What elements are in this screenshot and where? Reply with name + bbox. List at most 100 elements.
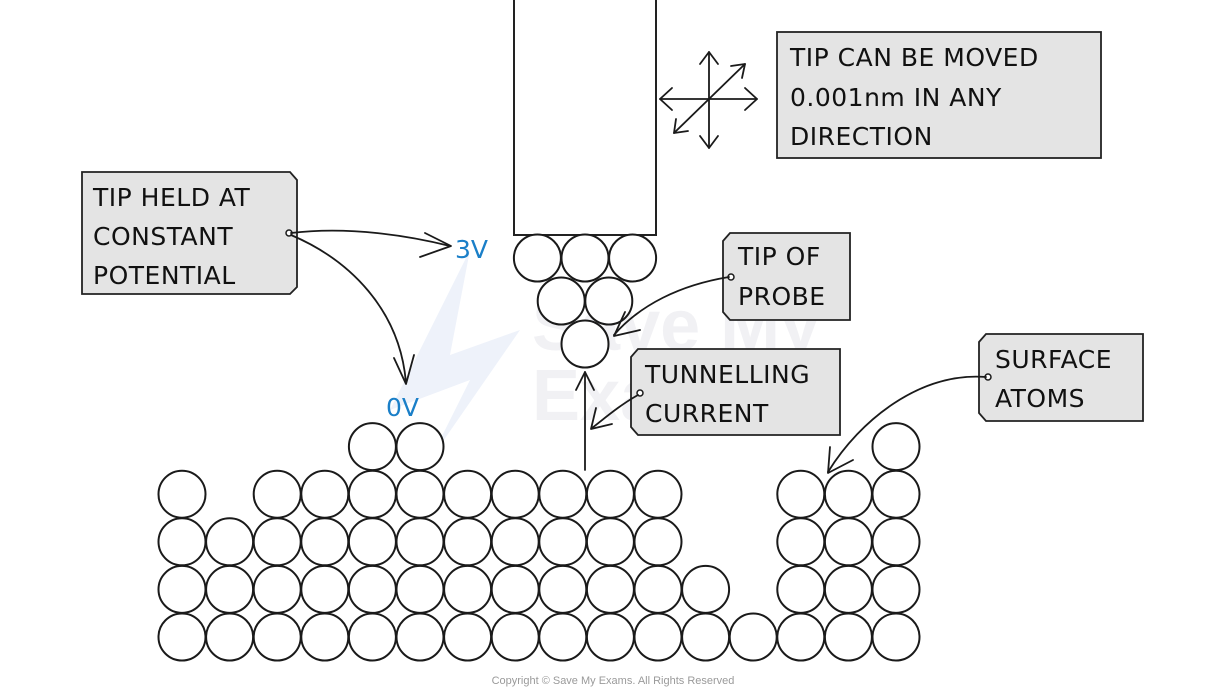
surface-atom (871, 564, 921, 614)
surface-atom (681, 564, 731, 614)
tip-of-probe-line-1: TIP OF (737, 242, 821, 271)
constant-potential-line-3: POTENTIAL (93, 261, 236, 290)
surface-atom (157, 612, 207, 662)
constant-potential-line-2: CONSTANT (93, 222, 233, 251)
watermark-bolt-icon (390, 250, 520, 460)
surface-atom (538, 564, 588, 614)
tunnelling-current-tag (630, 348, 841, 436)
arrow-to-current-line-head (590, 407, 613, 430)
surface-atom (681, 612, 731, 662)
surface-atom (443, 469, 493, 519)
tip-movement-line-1: TIP CAN BE MOVED (789, 43, 1039, 72)
surface-atom (823, 517, 873, 567)
surface-atom (395, 517, 445, 567)
tip-movement-line-3: DIRECTION (790, 122, 933, 151)
tunnelling-current-arrow-head (575, 371, 595, 391)
surface-atom (490, 564, 540, 614)
surface-atom (347, 564, 397, 614)
arrow-to-surface-atom (827, 375, 987, 473)
surface-atom (585, 517, 635, 567)
surface-atom (728, 612, 778, 662)
tip-of-probe-label: TIP OF PROBE (722, 232, 851, 321)
constant-potential-label: TIP HELD AT CONSTANT POTENTIAL (81, 171, 298, 295)
constant-potential-line-1: TIP HELD AT (92, 183, 251, 212)
tunnelling-current-line-1: TUNNELLING (644, 360, 810, 389)
surface-atom (871, 612, 921, 662)
surface-atom (585, 469, 635, 519)
surface-atom (776, 517, 826, 567)
surface-atom (443, 612, 493, 662)
surface-atom (252, 517, 302, 567)
surface-atom (490, 469, 540, 519)
surface-atom (776, 469, 826, 519)
surface-atom (443, 564, 493, 614)
surface-atom (347, 469, 397, 519)
surface-atom (395, 564, 445, 614)
arrow-to-surface-atom-head (827, 446, 854, 474)
surface-atom (585, 564, 635, 614)
surface-voltage: 0V (386, 393, 419, 422)
arrow-to-3v-head (419, 232, 452, 258)
surface-atom (871, 422, 921, 472)
surface-atom (823, 469, 873, 519)
surface-atom (300, 469, 350, 519)
arrow-to-current-line (591, 394, 639, 429)
surface-atom (347, 422, 397, 472)
tip-movement-line-2: 0.001nm IN ANY (790, 83, 1002, 112)
surface-atoms-grid (157, 422, 921, 662)
surface-atom (585, 612, 635, 662)
probe-tip-atom (536, 276, 586, 326)
arrow-to-0v (290, 234, 407, 384)
surface-atom (823, 612, 873, 662)
surface-atom (347, 517, 397, 567)
probe-voltage: 3V (455, 235, 488, 264)
surface-atom (871, 517, 921, 567)
surface-atom (776, 564, 826, 614)
surface-atom (871, 469, 921, 519)
surface-atoms-tag (978, 333, 1144, 422)
constant-potential-tag (81, 171, 298, 295)
surface-atom (205, 564, 255, 614)
surface-atom (300, 612, 350, 662)
surface-atom (538, 517, 588, 567)
probe-tip-atom (608, 233, 658, 283)
surface-atom (633, 564, 683, 614)
surface-atoms-line-2: ATOMS (995, 384, 1085, 413)
surface-atom (300, 517, 350, 567)
surface-atom (538, 469, 588, 519)
probe-tip-atom (512, 233, 562, 283)
surface-atom (633, 612, 683, 662)
surface-atoms-label: SURFACE ATOMS (978, 333, 1144, 422)
surface-atom (347, 612, 397, 662)
arrow-to-3v (290, 229, 451, 247)
probe-tip-atom (560, 233, 610, 283)
surface-atom (823, 564, 873, 614)
surface-atom (205, 612, 255, 662)
surface-atom (633, 469, 683, 519)
tip-of-probe-tag (722, 232, 851, 321)
probe-tip-atoms (512, 233, 658, 369)
surface-atom (490, 517, 540, 567)
surface-atom (443, 517, 493, 567)
arrow-to-tip-atom-head (613, 311, 641, 337)
surface-atom (157, 469, 207, 519)
tunnelling-current-line-2: CURRENT (645, 399, 769, 428)
probe-body (513, 0, 657, 236)
tip-of-probe-line-2: PROBE (738, 282, 826, 311)
surface-atom (205, 517, 255, 567)
surface-atom (395, 422, 445, 472)
copyright-text: Copyright © Save My Exams. All Rights Re… (492, 675, 735, 687)
surface-atom (633, 517, 683, 567)
surface-atom (252, 564, 302, 614)
surface-atom (776, 612, 826, 662)
arrow-to-0v-head (393, 354, 415, 385)
tip-movement-label: TIP CAN BE MOVED 0.001nm IN ANY DIRECTIO… (776, 31, 1102, 159)
surface-atom (395, 612, 445, 662)
surface-atom (538, 612, 588, 662)
surface-atom (252, 469, 302, 519)
arrow-to-tip-atom (613, 276, 730, 336)
tip-movement-box (776, 31, 1102, 159)
surface-atom (395, 469, 445, 519)
surface-atom (490, 612, 540, 662)
